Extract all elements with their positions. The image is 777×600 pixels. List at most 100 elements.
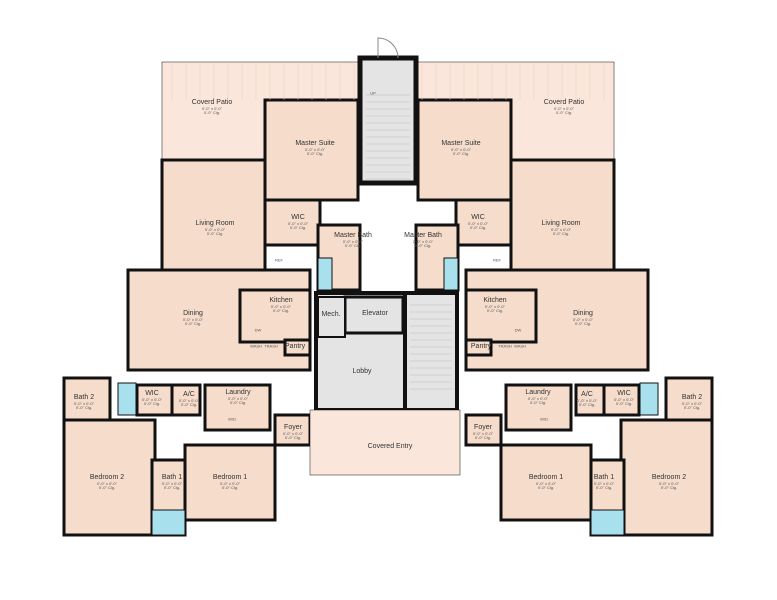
room-dims: 0'-0" x 0'-0"	[412, 238, 434, 244]
shower-right-2	[590, 509, 625, 536]
room-name: Laundry	[225, 388, 251, 396]
room-name: Bath 2	[73, 393, 95, 401]
room-right-12	[464, 413, 503, 447]
room-name: Master Bath	[334, 231, 372, 239]
room-dims: 0'-0" x 0'-0"	[96, 480, 118, 486]
room-dims: 0'-0" x 0'-0"	[204, 226, 226, 232]
room-name: Bedroom 2	[89, 473, 125, 481]
room-ceiling: 0'-0" Clg.	[474, 434, 492, 440]
covered-entry	[309, 409, 461, 476]
room-ceiling: 0'-0" Clg.	[414, 242, 432, 248]
room-right-9	[602, 383, 641, 417]
room-name: Living Room	[195, 219, 235, 227]
room-right-6	[464, 288, 538, 344]
room-right-3	[454, 198, 513, 247]
room-ceiling: 0'-0" Clg.	[184, 320, 202, 326]
room-name: Pantry	[284, 343, 306, 351]
room-dims: 0'-0" x 0'-0"	[219, 480, 241, 486]
room-name: Bedroom 1	[212, 473, 248, 481]
room-name: Laundry	[525, 388, 551, 396]
room-name: Master Suite	[441, 139, 481, 147]
room-left-7	[283, 338, 312, 357]
room-name: Coverd Patio	[543, 98, 585, 106]
room-dims: 0'-0" x 0'-0"	[201, 105, 223, 111]
room-ceiling: 0'-0" Clg.	[203, 109, 221, 115]
room-ceiling: 0'-0" Clg.	[272, 307, 290, 313]
room-left-8	[62, 376, 112, 422]
room-dims: 0'-0" x 0'-0"	[576, 397, 598, 403]
room-dims: 0'-0" x 0'-0"	[304, 146, 326, 152]
room-name: Living Room	[541, 219, 581, 227]
room-name: Pantry	[470, 343, 492, 351]
room-dims: 0'-0" x 0'-0"	[73, 400, 95, 406]
room-right-11	[504, 383, 573, 432]
room-dims: 0'-0" x 0'-0"	[287, 220, 309, 226]
room-name: Bath 1	[161, 473, 183, 481]
room-ceiling: 0'-0" Clg.	[289, 224, 307, 230]
room-name: Bedroom 1	[528, 473, 564, 481]
shower-left-1	[117, 382, 137, 416]
shower-right-0	[443, 257, 459, 291]
ref-label: REF	[275, 257, 283, 263]
trash-label-right: TRASH	[498, 343, 512, 349]
room-dims: 0'-0" x 0'-0"	[484, 303, 506, 309]
room-name: A/C	[581, 390, 593, 398]
room-ceiling: 0'-0" Clg.	[555, 109, 573, 115]
room-left-6	[238, 288, 312, 344]
shower-right-1	[639, 382, 659, 416]
room-dims: 0'-0" x 0'-0"	[450, 146, 472, 152]
room-left-2	[160, 158, 267, 272]
room-name: WIC	[617, 389, 631, 397]
shower-left-2	[151, 509, 186, 536]
room-left-3	[263, 198, 322, 247]
room-dims: 0'-0" x 0'-0"	[472, 430, 494, 436]
mech-label: Mech.	[321, 311, 341, 319]
room-name: Bath 2	[681, 393, 703, 401]
room-dims: 0'-0" x 0'-0"	[572, 316, 594, 322]
room-dims: 0'-0" x 0'-0"	[550, 226, 572, 232]
room-ceiling: 0'-0" Clg.	[98, 484, 116, 490]
room-dims: 0'-0" x 0'-0"	[270, 303, 292, 309]
elevator-label: Elevator	[362, 310, 388, 318]
room-name: Bath 1	[593, 473, 615, 481]
room-ceiling: 0'-0" Clg.	[578, 401, 596, 407]
room-ceiling: 0'-0" Clg.	[595, 484, 613, 490]
room-dims: 0'-0" x 0'-0"	[178, 397, 200, 403]
room-dims: 0'-0" x 0'-0"	[535, 480, 557, 486]
room-ceiling: 0'-0" Clg.	[683, 404, 701, 410]
room-dims: 0'-0" x 0'-0"	[681, 400, 703, 406]
right-unit-room-label: Pantry	[471, 343, 491, 351]
room-dims: 0'-0" x 0'-0"	[613, 396, 635, 402]
room-ceiling: 0'-0" Clg.	[537, 484, 555, 490]
room-dims: 0'-0" x 0'-0"	[527, 395, 549, 401]
room-left-13	[62, 418, 157, 537]
room-name: Foyer	[284, 423, 302, 431]
room-dims: 0'-0" x 0'-0"	[467, 220, 489, 226]
room-ceiling: 0'-0" Clg.	[552, 230, 570, 236]
room-ceiling: 0'-0" Clg.	[660, 484, 678, 490]
room-name: Master Bath	[404, 231, 442, 239]
room-name: Coverd Patio	[191, 98, 233, 106]
room-name: Dining	[573, 309, 593, 317]
room-ceiling: 0'-0" Clg.	[615, 400, 633, 406]
